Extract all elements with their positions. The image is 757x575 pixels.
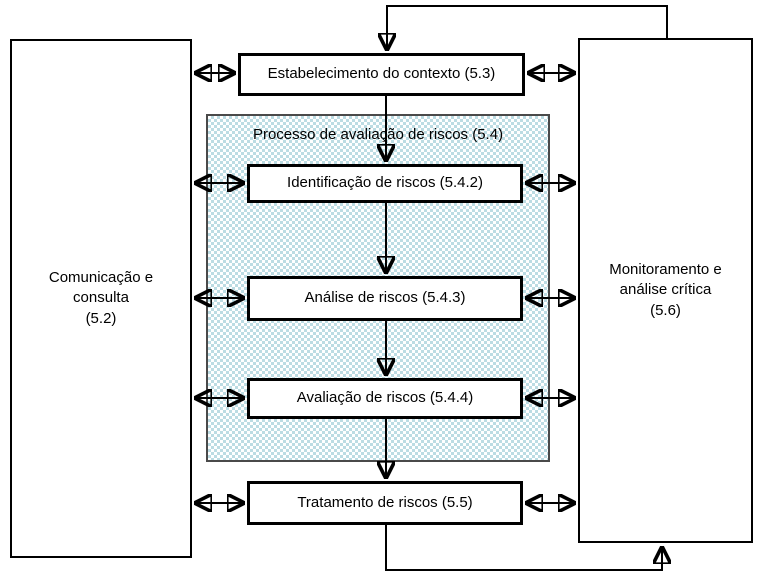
risk-assessment-group-title: Processo de avaliação de riscos (5.4) — [252, 126, 504, 143]
monitoring-review-box: Monitoramento e análise crítica (5.6) — [578, 38, 753, 543]
risk-analysis-box: Análise de riscos (5.4.3) — [247, 276, 523, 321]
risk-identification-box: Identificação de riscos (5.4.2) — [247, 164, 523, 203]
establish-context-box: Estabelecimento do contexto (5.3) — [238, 53, 525, 96]
risk-treatment-box: Tratamento de riscos (5.5) — [247, 481, 523, 525]
communication-consultation-box: Comunicação e consulta (5.2) — [10, 39, 192, 558]
risk-evaluation-box: Avaliação de riscos (5.4.4) — [247, 378, 523, 419]
